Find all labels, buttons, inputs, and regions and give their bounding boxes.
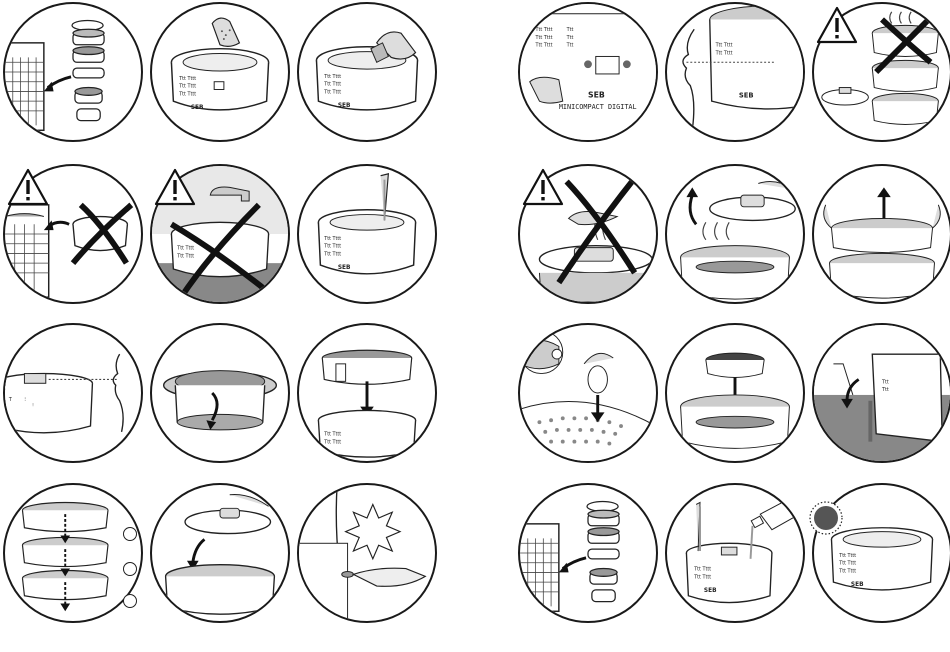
panel-water-level-check: T⁝⁝ xyxy=(3,323,143,463)
steamer-base-icon xyxy=(5,383,92,433)
svg-text:Ttt: Ttt xyxy=(566,27,574,33)
hand-icon xyxy=(212,18,239,46)
svg-text:T: T xyxy=(8,397,12,403)
hand-icon xyxy=(584,353,613,363)
panel-remove-lid xyxy=(665,164,805,304)
svg-text:Ttt Tttt: Ttt Tttt xyxy=(178,84,196,90)
panel-press-button xyxy=(297,483,437,623)
warning-icon xyxy=(7,168,49,206)
step-marker xyxy=(123,594,137,608)
face-icon xyxy=(113,354,123,432)
dishwasher-icon xyxy=(520,524,559,611)
svg-text:Ttt Tttt: Ttt Tttt xyxy=(323,440,341,446)
pouring-icon xyxy=(872,354,942,441)
step-marker xyxy=(123,527,137,541)
svg-text:SEB: SEB xyxy=(588,90,605,99)
svg-text:SEB: SEB xyxy=(704,588,717,594)
svg-text:Ttt Tttt: Ttt Tttt xyxy=(323,244,341,250)
svg-text:SEB: SEB xyxy=(338,103,351,109)
panel-place-lid xyxy=(150,483,290,623)
svg-text:Ttt: Ttt xyxy=(881,379,889,385)
svg-text:Ttt: Ttt xyxy=(566,35,574,41)
svg-text:Ttt Tttt: Ttt Tttt xyxy=(323,74,341,80)
hand-icon xyxy=(230,494,269,506)
egg-icon xyxy=(588,366,607,393)
dishwasher-icon xyxy=(5,205,49,297)
face-icon xyxy=(683,29,694,130)
warning-icon xyxy=(522,168,564,206)
svg-text:Ttt Tttt: Ttt Tttt xyxy=(323,432,341,438)
svg-text:SEB: SEB xyxy=(739,91,754,99)
arrow-icon xyxy=(193,539,205,562)
panel-lift-bowl xyxy=(812,164,950,304)
steamer-parts-icon xyxy=(587,502,619,602)
panel-stack-bowls xyxy=(3,483,143,623)
svg-text:Ttt Tttt: Ttt Tttt xyxy=(535,43,553,49)
svg-text:Ttt Tttt: Ttt Tttt xyxy=(323,236,341,242)
svg-text:Ttt Tttt: Ttt Tttt xyxy=(323,251,341,257)
button-press-icon xyxy=(346,504,400,558)
svg-text:Ttt: Ttt xyxy=(566,43,574,49)
svg-text:Ttt Tttt: Ttt Tttt xyxy=(323,82,341,88)
hand-icon xyxy=(353,568,425,586)
arrow-icon xyxy=(690,195,696,224)
svg-text:Ttt Tttt: Ttt Tttt xyxy=(693,574,711,580)
svg-text:Ttt Tttt: Ttt Tttt xyxy=(838,561,856,567)
steamer-base-icon xyxy=(710,20,803,109)
warning-icon xyxy=(154,168,196,206)
svg-text:Ttt Tttt: Ttt Tttt xyxy=(535,35,553,41)
panel-egg-tray xyxy=(518,323,658,463)
panel-dishwasher-parts xyxy=(3,2,143,142)
panel-insert-rice-bowl xyxy=(665,323,805,463)
panel-dishwasher-parts-2 xyxy=(518,483,658,623)
panel-bowl-rotate xyxy=(150,323,290,463)
svg-text:Ttt Tttt: Ttt Tttt xyxy=(838,553,856,559)
svg-text:Ttt Tttt: Ttt Tttt xyxy=(693,566,711,572)
svg-text:Ttt Tttt: Ttt Tttt xyxy=(715,43,733,49)
hand-icon xyxy=(758,182,793,190)
svg-text:Ttt Tttt: Ttt Tttt xyxy=(535,27,553,33)
warning-icon xyxy=(816,6,858,44)
svg-text:Ttt Tttt: Ttt Tttt xyxy=(715,51,733,57)
svg-text:Ttt Tttt: Ttt Tttt xyxy=(178,76,196,82)
hand-icon xyxy=(824,205,832,228)
svg-text:Ttt Tttt: Ttt Tttt xyxy=(178,91,196,97)
steam-icon xyxy=(890,12,911,24)
vinegar-bottle-icon xyxy=(760,497,803,530)
svg-text:Ttt Tttt: Ttt Tttt xyxy=(838,568,856,574)
tray-icon xyxy=(520,402,656,462)
svg-text:SEB: SEB xyxy=(851,582,864,588)
step-marker xyxy=(123,562,137,576)
svg-text:Ttt: Ttt xyxy=(881,387,889,393)
svg-text:MINICOMPACT DIGITAL: MINICOMPACT DIGITAL xyxy=(559,103,637,111)
svg-text:Ttt Tttt: Ttt Tttt xyxy=(176,246,194,252)
dishwasher-icon xyxy=(5,4,141,140)
svg-text:SEB: SEB xyxy=(338,265,351,271)
timer-icon xyxy=(808,500,844,536)
svg-text:Ttt Tttt: Ttt Tttt xyxy=(323,89,341,95)
steamer-parts-icon xyxy=(72,21,104,121)
svg-text:Ttt Tttt: Ttt Tttt xyxy=(176,253,194,259)
svg-text:SEB: SEB xyxy=(191,105,204,111)
